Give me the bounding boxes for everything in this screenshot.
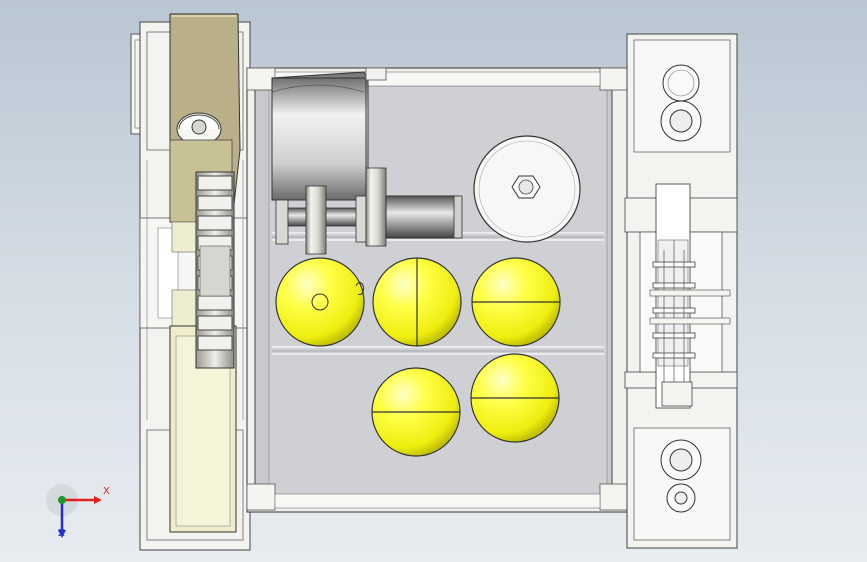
- hex-nut-icon: [511, 175, 541, 199]
- ball: [471, 257, 561, 347]
- ball: [371, 367, 461, 457]
- slide-mechanism: [624, 183, 738, 409]
- right-frame: [624, 33, 738, 549]
- ball: [372, 257, 462, 347]
- disk-with-hex-nut: [473, 135, 581, 243]
- axis-triad: X Z: [42, 478, 112, 548]
- ball: [470, 353, 560, 443]
- drive-gear: [195, 171, 235, 369]
- belt-plate-lower: [169, 221, 237, 533]
- ball-row-top: [275, 257, 561, 347]
- drive-shaft: [275, 167, 463, 255]
- ball-row-bottom: [371, 353, 560, 457]
- axis-triad-graphic: [46, 484, 102, 538]
- axis-x-label: X: [103, 486, 110, 497]
- motor-housing: [271, 67, 387, 201]
- bearing-bottom: [660, 439, 702, 513]
- bearing-top: [660, 64, 702, 142]
- ball: [275, 257, 365, 347]
- axis-z-label: Z: [58, 528, 65, 539]
